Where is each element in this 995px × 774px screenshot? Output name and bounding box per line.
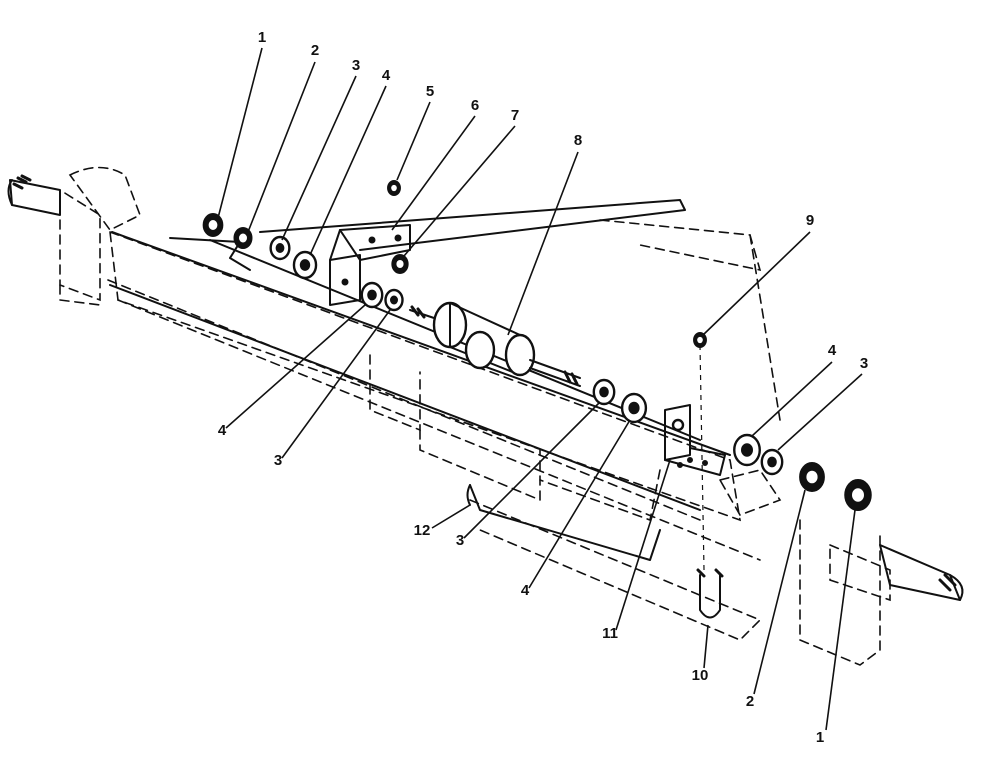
- leader-line: [751, 361, 833, 437]
- bushing-right: [733, 433, 761, 467]
- nut-ubolt: [693, 332, 707, 348]
- callout-number: 4: [521, 582, 530, 599]
- leader-line: [615, 459, 671, 631]
- leader-line: [403, 125, 516, 257]
- flat-washer-inner: [384, 288, 404, 312]
- bushing-left: [292, 250, 318, 280]
- callout-number: 6: [471, 97, 479, 114]
- leader-line: [396, 101, 431, 181]
- callout-number: 12: [414, 522, 431, 539]
- lock-washer-right: [799, 462, 825, 492]
- hardware-group: [202, 180, 872, 511]
- pivot-arm: [169, 199, 781, 421]
- lock-washer-left: [233, 227, 253, 249]
- callout-number: 9: [806, 212, 814, 229]
- leader-line: [247, 61, 316, 233]
- callout-number: 3: [860, 355, 868, 372]
- leader-line: [753, 489, 806, 695]
- hex-nut-right: [844, 479, 872, 511]
- leader-line: [281, 75, 357, 241]
- leader-line: [281, 309, 391, 459]
- callout-number: 5: [426, 83, 434, 100]
- leader-line: [702, 231, 811, 336]
- leader-line: [507, 151, 579, 336]
- callout-number: 3: [274, 452, 282, 469]
- callout-number: 11: [602, 625, 618, 642]
- leader-line: [225, 304, 366, 429]
- u-bolt: [696, 344, 724, 619]
- callout-number: 7: [511, 107, 519, 124]
- leader-line: [391, 115, 476, 231]
- callout-number: 3: [352, 57, 360, 74]
- callout-number: 8: [574, 132, 582, 149]
- axle-housing-phantom: [59, 166, 891, 666]
- leader-line: [309, 85, 387, 256]
- callout-number: 2: [311, 42, 319, 59]
- bushing-inner: [360, 281, 384, 309]
- leader-line: [777, 373, 863, 451]
- flat-washer-right: [760, 448, 784, 476]
- actuator-cylinder: [409, 301, 581, 387]
- callout-number: 4: [828, 342, 837, 359]
- callout-number: 1: [816, 729, 824, 746]
- axle-beam: [7, 174, 964, 601]
- callout-number: 3: [456, 532, 464, 549]
- callout-number: 10: [692, 667, 709, 684]
- leader-line: [431, 504, 471, 529]
- callout-number: 4: [218, 422, 227, 439]
- flat-washer-center: [592, 378, 616, 406]
- callout-number: 2: [746, 693, 754, 710]
- locknut-bracket: [391, 254, 409, 274]
- leader-line: [528, 419, 631, 589]
- callout-number: 1: [258, 29, 266, 46]
- leader-line: [703, 624, 709, 669]
- bushing-center: [620, 392, 648, 424]
- leader-line: [463, 401, 601, 539]
- bolt-head: [387, 180, 401, 196]
- leader-line: [217, 47, 263, 219]
- hex-nut-left: [202, 213, 224, 237]
- mounting-bracket: [664, 404, 726, 476]
- leader-line: [825, 509, 856, 731]
- flat-washer-left: [269, 235, 291, 261]
- callout-number: 4: [382, 67, 391, 84]
